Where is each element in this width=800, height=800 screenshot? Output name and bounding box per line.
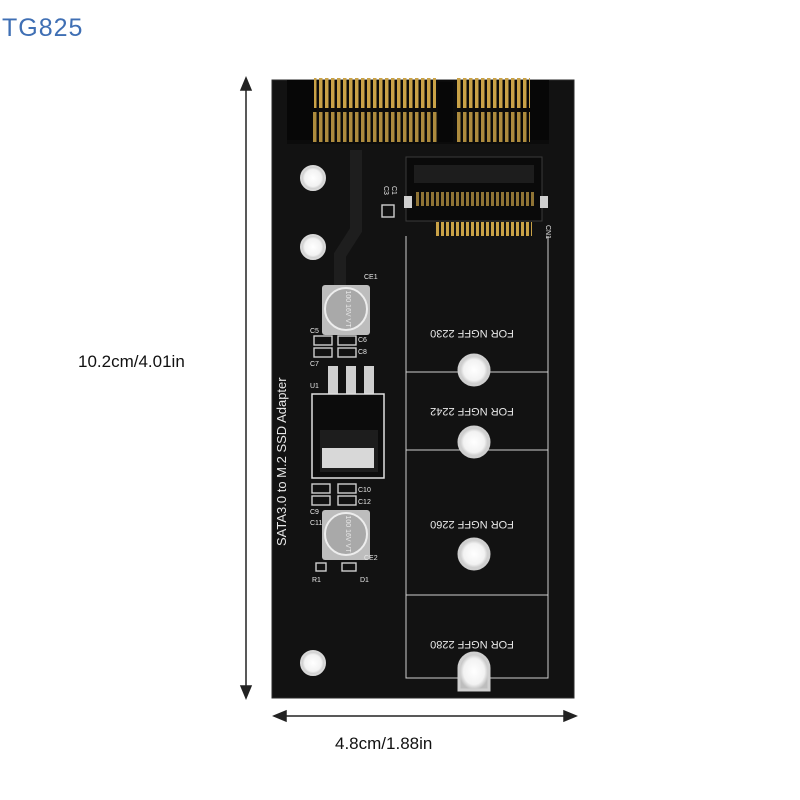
width-dimension-arrow <box>272 709 578 723</box>
label-u1: U1 <box>310 383 319 390</box>
smd-capacitors <box>311 204 395 572</box>
sata-connector <box>287 78 549 144</box>
label-cn1: CN1 <box>544 225 551 239</box>
height-dimension-label: 10.2cm/4.01in <box>78 352 185 371</box>
board-title: SATA3.0 to M.2 SSD Adapter <box>274 377 289 546</box>
label-c3: C3 <box>382 186 389 195</box>
label-d1: D1 <box>360 577 369 584</box>
label-c12: C12 <box>358 499 371 506</box>
height-dimension-arrow <box>239 76 253 700</box>
pcb-trace <box>334 150 362 290</box>
watermark-text: TG825 <box>2 14 84 42</box>
label-c11: C11 <box>310 520 322 527</box>
m2-socket <box>404 156 548 236</box>
width-dimension-label: 4.8cm/1.88in <box>335 734 433 753</box>
label-ce2: CE2 <box>364 555 378 562</box>
capacitor-top-label: 100 16V VT <box>344 291 351 329</box>
slot-label-2230: FOR NGFF 2230 <box>430 327 514 339</box>
slot-label-2242: FOR NGFF 2242 <box>430 405 514 417</box>
label-c9: C9 <box>310 509 319 516</box>
label-c7: C7 <box>310 361 319 368</box>
capacitor-top: 100 16V VT <box>322 285 370 335</box>
label-c5: C5 <box>310 328 319 335</box>
mounting-holes <box>300 165 491 692</box>
label-ce1: CE1 <box>364 274 378 281</box>
capacitor-bottom-label: 100 16V VT <box>344 516 351 554</box>
label-c6: C6 <box>358 337 367 344</box>
label-c1: C1 <box>390 186 397 195</box>
voltage-regulator <box>311 366 385 479</box>
label-r1: R1 <box>312 577 321 584</box>
slot-label-2260: FOR NGFF 2260 <box>430 518 514 530</box>
capacitor-bottom: 100 16V VT <box>322 510 370 560</box>
label-c10: C10 <box>358 487 371 494</box>
slot-label-2280: FOR NGFF 2280 <box>430 638 514 650</box>
label-c8: C8 <box>358 349 367 356</box>
